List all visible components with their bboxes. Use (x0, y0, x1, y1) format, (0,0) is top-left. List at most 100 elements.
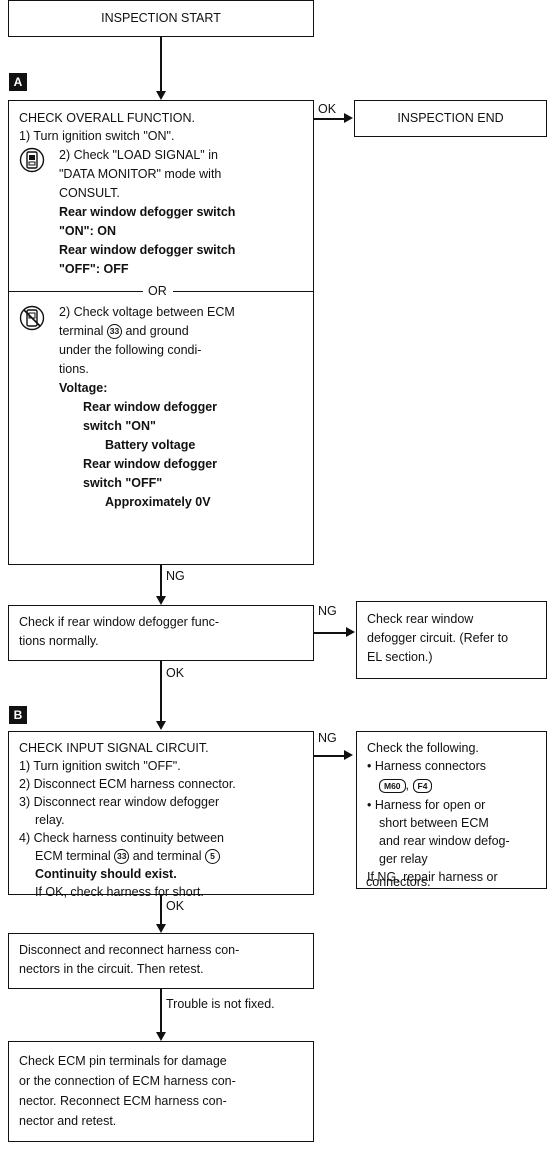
check-input-s3-line1: 3) Disconnect rear window defogger (19, 795, 220, 809)
v1-value: Battery voltage (105, 438, 196, 452)
consult-line2: "DATA MONITOR" mode with (59, 167, 222, 181)
b2-line1: Harness for open or (374, 798, 486, 812)
ng-label-1: NG (166, 569, 185, 583)
arrow-overall-defogger (156, 596, 166, 605)
check-defogger-line1: Check if rear window defogger func- (19, 615, 220, 629)
volt-line2-post: and ground (125, 324, 189, 338)
check-pins-line2: or the connection of ECM harness con- (19, 1074, 236, 1088)
v2-value: Approximately 0V (105, 495, 211, 509)
check-pins-line4: nector and retest. (19, 1114, 117, 1128)
terminal-5-badge: 5 (204, 849, 220, 865)
check-following-b2: • Harness for open or (367, 798, 486, 812)
inspection-start-label: INSPECTION START (101, 11, 221, 25)
ng-label-2: NG (318, 604, 337, 618)
check-circuit-line3: EL section.) (367, 650, 433, 664)
arrow-start-a (156, 91, 166, 100)
check-input-title: CHECK INPUT SIGNAL CIRCUIT. (19, 741, 209, 755)
v2-line1: Rear window defogger (83, 457, 218, 471)
reconnect-line2: nectors in the circuit. Then retest. (19, 962, 204, 976)
connector-defogger-input (160, 661, 162, 721)
ok-label-2: OK (166, 666, 185, 680)
check-following-title: Check the following. (367, 741, 479, 755)
arrow-input-following (344, 750, 353, 760)
reconnect-line1: Disconnect and reconnect harness con- (19, 943, 240, 957)
connector-f4-badge: F4 (412, 778, 433, 793)
arrow-reconnect-pins (156, 1032, 166, 1041)
check-defogger-line2: tions normally. (19, 634, 99, 648)
connector-start-a (160, 37, 162, 91)
s4-line2-mid: and terminal (132, 849, 202, 863)
arrow-input-reconnect (156, 924, 166, 933)
ng-label-3: NG (318, 731, 337, 745)
connector-input-following (314, 755, 344, 757)
check-following-tail1: If NG, repair harness or (367, 870, 498, 884)
check-following-b2-line3: and rear window defog- (379, 834, 510, 848)
cond1-line2: "ON": ON (59, 224, 116, 238)
check-defogger-box: Check if rear window defogger func- tion… (8, 605, 314, 661)
consult-line1: 2) Check "LOAD SIGNAL" in (59, 148, 218, 162)
cond2-line1: Rear window defogger switch (59, 243, 236, 257)
or-divider-right (173, 291, 313, 292)
check-pins-line3: nector. Reconnect ECM harness con- (19, 1094, 227, 1108)
connector-defogger-circuit (314, 632, 346, 634)
check-following-b2-line4: ger relay (379, 852, 428, 866)
no-consult-icon (19, 305, 45, 331)
inspection-start-box: INSPECTION START (8, 0, 314, 37)
check-pins-line1: Check ECM pin terminals for damage (19, 1054, 227, 1068)
or-divider-left (9, 291, 143, 292)
check-overall-title: CHECK OVERALL FUNCTION. (19, 111, 195, 125)
volt-line1: 2) Check voltage between ECM (59, 305, 235, 319)
check-input-signal-box: CHECK INPUT SIGNAL CIRCUIT. 1) Turn igni… (8, 731, 314, 899)
voltage-label: Voltage: (59, 381, 108, 395)
terminal-33-badge-2: 33 (114, 849, 130, 865)
check-input-s4-line3: Continuity should exist. (35, 867, 177, 881)
connector-reconnect-pins (160, 989, 162, 1032)
connector-ok-end (314, 118, 344, 120)
section-b-tag: B (9, 706, 27, 724)
arrow-defogger-circuit (346, 627, 355, 637)
check-input-s4-line2: ECM terminal 33 and terminal 5 (35, 847, 220, 866)
arrow-defogger-input (156, 721, 166, 730)
ok-label-3: OK (166, 899, 185, 913)
reconnect-box: Disconnect and reconnect harness con- ne… (8, 933, 314, 989)
check-circuit-line2: defogger circuit. (Refer to (367, 631, 509, 645)
check-following-tail2: connectors. (366, 875, 431, 889)
inspection-end-label: INSPECTION END (397, 111, 504, 125)
volt-line2-pre: terminal (59, 324, 104, 338)
check-following-b2-line2: short between ECM (379, 816, 489, 830)
check-input-s4-line1: 4) Check harness continuity between (19, 831, 224, 845)
consult-line3: CONSULT. (59, 186, 120, 200)
connector-m60-badge: M60 (379, 778, 406, 793)
b1-line1: Harness connectors (374, 759, 487, 773)
consult-tester-icon (19, 147, 45, 173)
s4-line2-pre: ECM terminal (35, 849, 111, 863)
check-pins-box: Check ECM pin terminals for damage or th… (8, 1041, 314, 1142)
not-fixed-label: Trouble is not fixed. (166, 997, 275, 1011)
inspection-end-box: INSPECTION END (354, 100, 547, 137)
check-input-s4-line4: If OK, check harness for short. (35, 885, 204, 899)
section-a-tag: A (9, 73, 27, 91)
check-overall-step1: 1) Turn ignition switch "ON". (19, 129, 175, 143)
check-circuit-line1: Check rear window (367, 612, 474, 626)
check-following-connectors: M60, F4 (379, 776, 433, 795)
volt-line2: terminal 33 and ground (59, 322, 189, 341)
check-input-s3-line2: relay. (35, 813, 65, 827)
v1-line1: Rear window defogger (83, 400, 218, 414)
volt-line4: tions. (59, 362, 89, 376)
v2-line2: switch "OFF" (83, 476, 163, 490)
v1-line2: switch "ON" (83, 419, 156, 433)
cond2-line2: "OFF": OFF (59, 262, 129, 276)
ok-label-1: OK (318, 102, 337, 116)
connector-overall-defogger (160, 565, 162, 596)
volt-line3: under the following condi- (59, 343, 202, 357)
check-input-s2: 2) Disconnect ECM harness connector. (19, 777, 236, 791)
cond1-line1: Rear window defogger switch (59, 205, 236, 219)
check-following-b1: • Harness connectors (367, 759, 487, 773)
check-circuit-box: Check rear window defogger circuit. (Ref… (356, 601, 547, 679)
connector-input-reconnect (160, 895, 162, 924)
arrow-ok-end (344, 113, 353, 123)
terminal-33-badge: 33 (106, 324, 122, 340)
check-following-box: Check the following. • Harness connector… (356, 731, 547, 889)
check-overall-function-box: CHECK OVERALL FUNCTION. 1) Turn ignition… (8, 100, 314, 565)
or-label: OR (148, 284, 167, 298)
